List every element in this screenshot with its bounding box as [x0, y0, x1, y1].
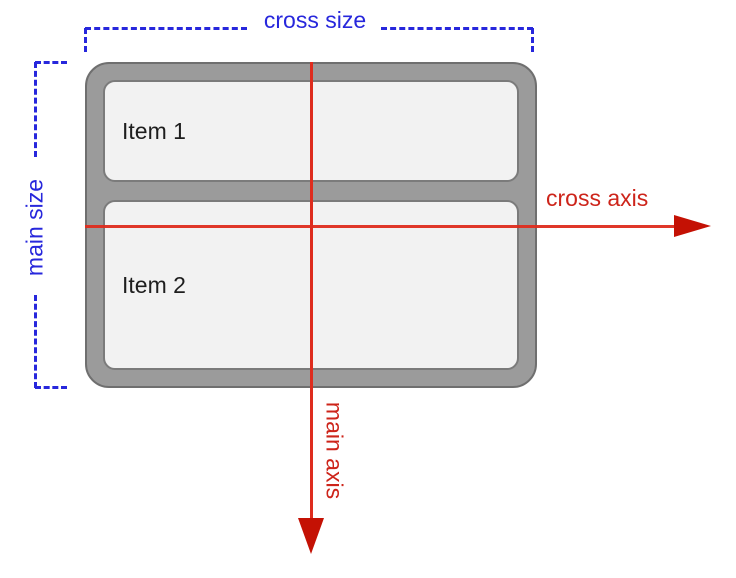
cross-axis-label: cross axis — [546, 185, 649, 211]
cross-size-label: cross size — [263, 7, 367, 33]
cross-size-bracket-line-left — [85, 27, 247, 30]
cross-size-bracket-line-right — [381, 27, 533, 30]
main-axis-arrowhead-icon — [298, 518, 324, 554]
main-size-bracket-line-top — [34, 62, 37, 157]
main-size-label: main size — [21, 178, 48, 277]
main-axis-line — [310, 62, 313, 518]
main-axis-label: main axis — [321, 401, 348, 500]
cross-axis-arrowhead-icon — [674, 215, 711, 237]
cross-axis-line — [85, 225, 676, 228]
main-size-bracket-tick-bottom — [35, 386, 67, 389]
flex-item-1-label: Item 1 — [122, 117, 186, 144]
main-size-bracket-tick-top — [35, 61, 67, 64]
main-size-bracket-line-bottom — [34, 295, 37, 388]
flex-item-2-label: Item 2 — [122, 271, 186, 298]
cross-size-bracket-tick-right — [531, 28, 534, 52]
cross-size-bracket-tick-left — [84, 28, 87, 52]
